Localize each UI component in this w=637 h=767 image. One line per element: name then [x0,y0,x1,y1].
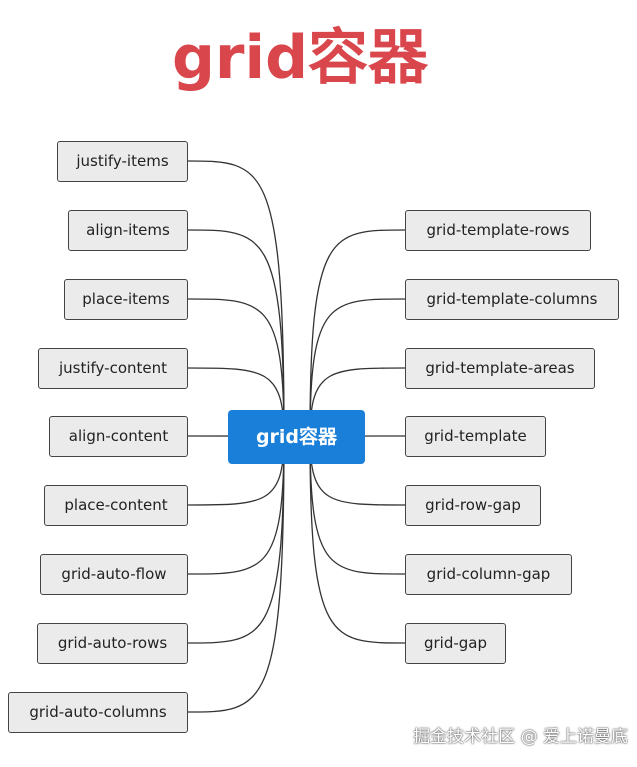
node-justify-content[interactable]: justify-content [38,348,188,389]
page-title: grid容器 [171,23,429,93]
node-grid-template[interactable]: grid-template [405,416,546,457]
link-right-6 [309,436,406,644]
node-align-content[interactable]: align-content [49,416,188,457]
node-grid-row-gap[interactable]: grid-row-gap [405,485,541,526]
link-left-7 [187,436,285,644]
node-grid-auto-flow[interactable]: grid-auto-flow [40,554,188,595]
link-left-8 [187,436,285,713]
node-grid-auto-rows[interactable]: grid-auto-rows [37,623,188,664]
link-left-0 [187,160,285,438]
center-node[interactable]: grid容器 [228,410,365,464]
node-grid-template-areas[interactable]: grid-template-areas [405,348,595,389]
node-place-items[interactable]: place-items [64,279,188,320]
node-place-content[interactable]: place-content [44,485,188,526]
link-left-1 [187,229,285,438]
node-justify-items[interactable]: justify-items [57,141,188,182]
node-grid-template-columns[interactable]: grid-template-columns [405,279,619,320]
node-grid-column-gap[interactable]: grid-column-gap [405,554,572,595]
node-grid-gap[interactable]: grid-gap [405,623,506,664]
node-grid-template-rows[interactable]: grid-template-rows [405,210,591,251]
node-align-items[interactable]: align-items [68,210,188,251]
link-left-2 [187,298,285,438]
watermark: 掘金技术社区 @ 爱上诺曼底 [413,727,628,747]
node-grid-auto-columns[interactable]: grid-auto-columns [8,692,188,733]
link-right-1 [309,298,406,438]
link-right-0 [309,229,406,438]
